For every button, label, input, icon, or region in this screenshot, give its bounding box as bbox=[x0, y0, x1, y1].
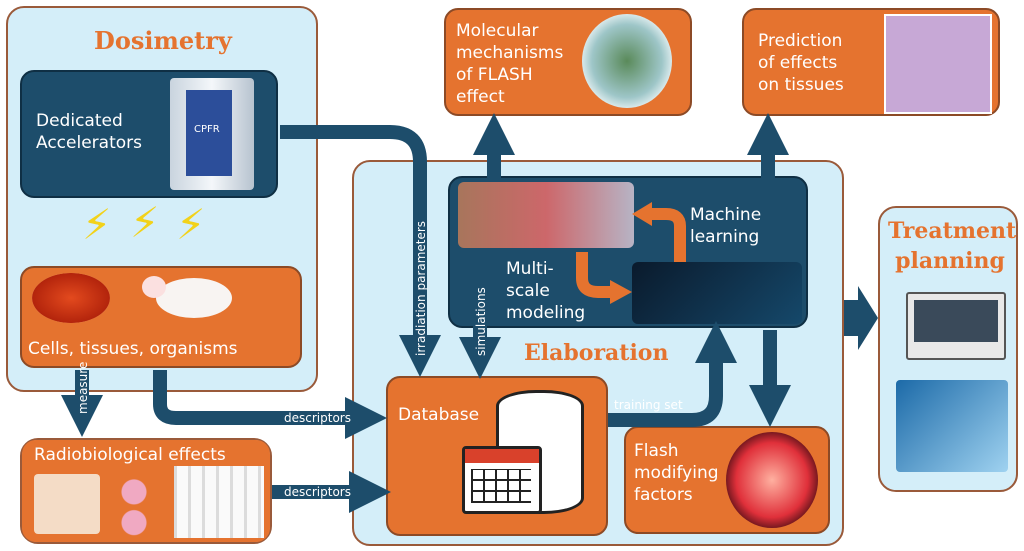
radiotherapy-machine-image bbox=[896, 380, 1008, 472]
training-set-arrow bbox=[608, 321, 737, 427]
descriptors-top-label: descriptors bbox=[284, 411, 351, 425]
monitor-image bbox=[906, 292, 1006, 360]
elaboration-title: Elaboration bbox=[524, 340, 669, 366]
ml-loop-arrow-down bbox=[576, 252, 612, 298]
measure-label: measure bbox=[76, 361, 90, 414]
histology-image bbox=[884, 14, 992, 114]
calendar-icon bbox=[462, 446, 542, 514]
molecule-image bbox=[582, 14, 672, 108]
network-image bbox=[632, 262, 802, 324]
radiobiological-title: Radiobiological effects bbox=[34, 445, 226, 465]
descriptors-top-arrow bbox=[153, 370, 387, 439]
accelerators-label: Dedicated Accelerators bbox=[36, 111, 142, 153]
multiscale-image bbox=[458, 182, 634, 248]
prediction-label: Prediction of effects on tissues bbox=[758, 31, 844, 95]
multiscale-label: Multi- scale modeling bbox=[506, 259, 586, 323]
flash-factors-label: Flash modifying factors bbox=[634, 441, 719, 505]
simulations-label: simulations bbox=[474, 287, 488, 356]
mouse-image bbox=[140, 270, 244, 324]
machine-learning-label: Machine learning bbox=[690, 205, 762, 247]
accelerator-brand: CPFR bbox=[194, 124, 220, 135]
maze-image bbox=[174, 466, 264, 538]
training-set-label: training set bbox=[614, 398, 683, 412]
descriptors-bottom-label: descriptors bbox=[284, 485, 351, 499]
molecular-label: Molecular mechanisms of FLASH effect bbox=[456, 21, 564, 107]
lightning-icon: ⚡ bbox=[176, 200, 206, 249]
dosimetry-title: Dosimetry bbox=[94, 26, 232, 55]
ml-loop-arrow-up bbox=[650, 208, 686, 262]
petri-dish-image bbox=[32, 273, 110, 323]
petri-dishes-image bbox=[108, 474, 160, 538]
cell-image bbox=[726, 432, 818, 528]
database-label: Database bbox=[398, 405, 480, 425]
treatment-arrow bbox=[844, 286, 878, 350]
irradiation-arrow bbox=[280, 125, 441, 377]
lightning-icon: ⚡ bbox=[130, 198, 160, 247]
cells-label: Cells, tissues, organisms bbox=[28, 339, 238, 359]
treatment-title: Treatment planning bbox=[888, 218, 1017, 274]
test-tubes-image bbox=[34, 474, 100, 534]
irradiation-label: irradiation parameters bbox=[414, 220, 428, 356]
accelerator-image: CPFR bbox=[170, 78, 254, 190]
lightning-icon: ⚡ bbox=[82, 200, 112, 249]
